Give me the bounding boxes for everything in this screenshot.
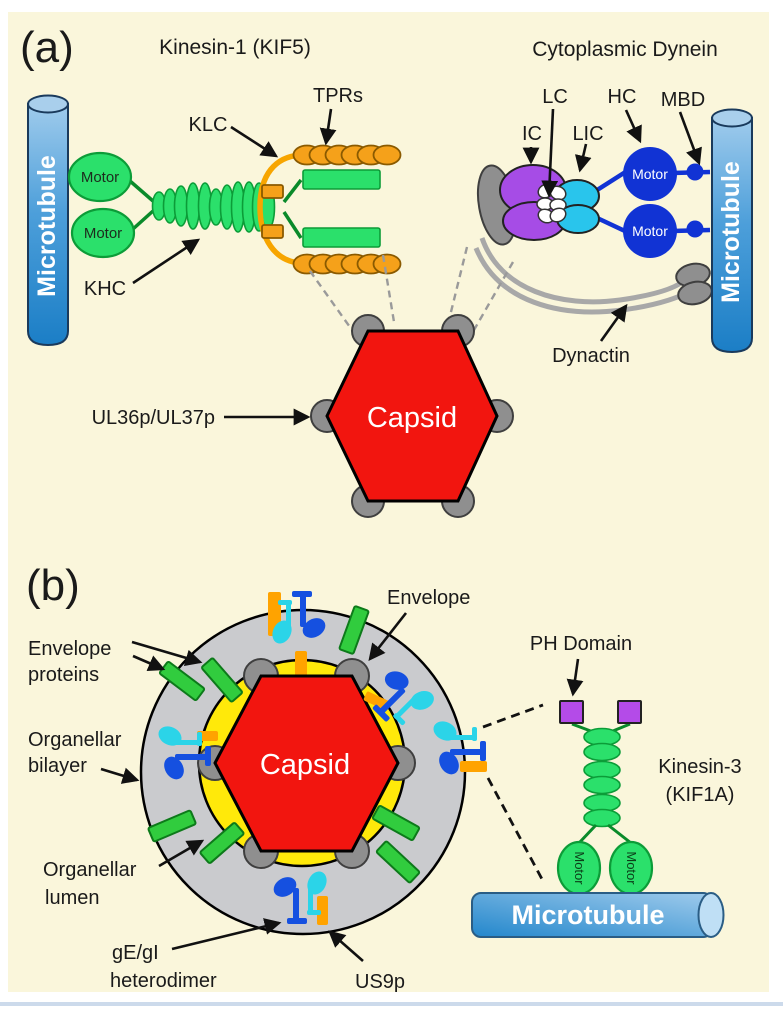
capsid-b-label: Capsid xyxy=(260,749,350,781)
envelope-label: Envelope xyxy=(387,587,470,609)
dynactin-arm-lower xyxy=(473,247,694,315)
tprs-label: TPRs xyxy=(313,85,363,107)
kinesin1-complex: Motor Motor xyxy=(67,144,402,275)
organellar-lumen-label-line2: lumen xyxy=(45,887,99,909)
klc-curve xyxy=(257,152,301,266)
capsid-a-shell xyxy=(325,329,499,503)
ul36-ul37-label: UL36p/UL37p xyxy=(92,407,215,429)
kinesin-motor-bottom-label: Motor xyxy=(84,225,122,242)
lc-label: LC xyxy=(542,86,568,108)
klc-label: KLC xyxy=(189,114,228,136)
ic-label: IC xyxy=(522,123,542,145)
microtubule-left: Microtubule xyxy=(27,94,69,347)
kinesin3-tether-dash-top xyxy=(482,703,544,729)
dynein-motor-bottom-label: Motor xyxy=(632,223,668,239)
envelope-proteins-label-line2: proteins xyxy=(28,664,99,686)
gegi-complexes xyxy=(155,591,487,925)
panel-a-tag: (a) xyxy=(20,23,74,72)
kinesin3-stalk xyxy=(583,727,621,828)
organellar-lumen-label-line1: Organellar xyxy=(43,859,137,881)
dynein-motor-domain-top xyxy=(623,147,677,201)
microtubule-right: Microtubule xyxy=(711,108,753,354)
panel-b-tag: (b) xyxy=(26,561,80,610)
dynactin-arm-upper xyxy=(479,237,689,305)
mbd-label: MBD xyxy=(661,89,705,111)
kinesin3-motor-right-label: Motor xyxy=(624,851,639,885)
capsid-a: Capsid xyxy=(310,314,514,518)
kinesin3-motor-left-label: Motor xyxy=(572,851,587,885)
kinesin3-label-line2: (KIF1A) xyxy=(666,784,735,806)
us9p-bar-left xyxy=(197,731,218,741)
dynein-motor-top-label: Motor xyxy=(632,166,668,182)
tpr-repeats-top xyxy=(292,144,402,166)
envelope-proteins-label-line1: Envelope xyxy=(28,638,111,660)
dynein-mbd-top xyxy=(686,163,704,181)
kinesin3-complex: PH Domain Motor Motor Kinesin-3 xyxy=(530,633,742,896)
khc-label: KHC xyxy=(84,278,126,300)
ph-domain-left xyxy=(559,700,584,724)
khc-tail-top xyxy=(302,169,381,190)
us9p-bar-capsid-top xyxy=(295,651,307,678)
klc-binding-site-bottom xyxy=(261,224,284,239)
dynein-lc-cluster xyxy=(536,183,567,224)
dynein-mbd-bottom xyxy=(686,220,704,238)
microtubule-bottom-label: Microtubule xyxy=(512,900,665,930)
gegi-label-line1: gE/gI xyxy=(112,942,159,964)
kinesin-motor-top-label: Motor xyxy=(81,169,119,186)
lic-label: LIC xyxy=(572,123,603,145)
dynein-title: Cytoplasmic Dynein xyxy=(532,38,718,61)
ph-domain-right xyxy=(617,700,642,724)
klc-binding-site-top xyxy=(261,184,284,199)
khc-tail-bottom xyxy=(302,227,381,248)
kinesin1-title: Kinesin-1 (KIF5) xyxy=(159,36,311,59)
microtubule-left-label: Microtubule xyxy=(33,155,61,297)
ph-domain-label: PH Domain xyxy=(530,633,632,655)
dynein-motor-domain-bottom xyxy=(623,204,677,258)
microtubule-bottom: Microtubule xyxy=(471,892,725,938)
capsid-b-shell xyxy=(213,674,400,853)
panel-b: (b) Capsid xyxy=(26,561,742,993)
us9p-bar-bottom xyxy=(317,896,328,925)
gegi-label-line2: heterodimer xyxy=(110,970,217,992)
tpr-repeats-bottom xyxy=(292,253,402,275)
capsid-a-label: Capsid xyxy=(367,402,457,434)
microtubule-right-label: Microtubule xyxy=(717,161,745,303)
bottom-rule xyxy=(0,1002,783,1006)
hc-label: HC xyxy=(608,86,637,108)
kinesin3-label-line1: Kinesin-3 xyxy=(658,756,741,778)
kinesin-motor-domain-top xyxy=(67,151,133,203)
panel-a: (a) Kinesin-1 (KIF5) Cytoplasmic Dynein … xyxy=(20,23,753,518)
kinesin3-tether-dash-bottom xyxy=(486,777,545,882)
organellar-bilayer-label-line1: Organellar xyxy=(28,729,122,751)
us9p-label: US9p xyxy=(355,971,405,993)
organellar-bilayer-label-line2: bilayer xyxy=(28,755,87,777)
capsid-tether-dashes xyxy=(309,246,515,331)
us9p-bar-right xyxy=(460,761,487,772)
capsid-b: Capsid xyxy=(197,651,416,869)
kinesin-motor-domain-bottom xyxy=(70,207,136,259)
dynactin-label: Dynactin xyxy=(552,345,630,367)
